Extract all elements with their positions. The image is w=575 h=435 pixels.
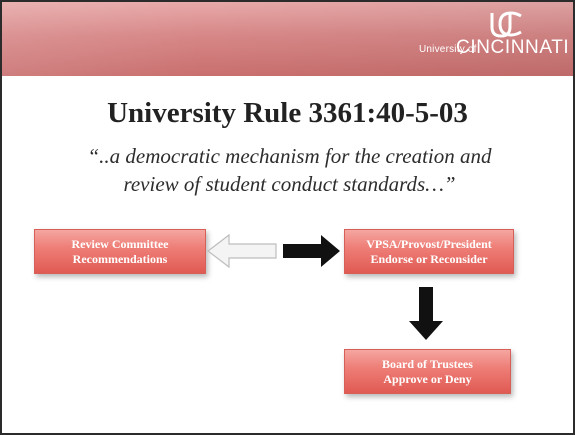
review-box-line-2: Recommendations	[72, 251, 168, 266]
logo-cincinnati: CINCINNATI	[456, 37, 570, 58]
uc-monogram-icon	[490, 11, 522, 38]
header-band	[2, 2, 573, 76]
board-box-line-1: Board of Trustees	[382, 356, 473, 371]
board-box-line-2: Approve or Deny	[383, 371, 472, 386]
vpsa-provost-president-box: VPSA/Provost/President Endorse or Recons…	[344, 229, 514, 274]
university-logo: University of CINCINNATI	[419, 10, 569, 64]
header-shade	[2, 2, 573, 76]
vpsa-box-line-1: VPSA/Provost/President	[366, 236, 492, 251]
review-box-line-1: Review Committee	[71, 236, 169, 251]
quote: “..a democratic mechanism for the creati…	[22, 142, 557, 198]
quote-line-2: review of student conduct standards…”	[123, 172, 456, 196]
left-arrow-icon	[207, 233, 277, 269]
board-of-trustees-box: Board of Trustees Approve or Deny	[344, 349, 511, 394]
quote-line-1: “..a democratic mechanism for the creati…	[87, 144, 492, 168]
vpsa-box-line-2: Endorse or Reconsider	[370, 251, 488, 266]
review-committee-box: Review Committee Recommendations	[34, 229, 206, 274]
logo-university-of: University of	[419, 44, 477, 55]
slide-title: University Rule 3361:40-5-03	[107, 97, 468, 129]
down-arrow-icon	[409, 287, 443, 340]
right-arrow-icon	[283, 235, 340, 267]
